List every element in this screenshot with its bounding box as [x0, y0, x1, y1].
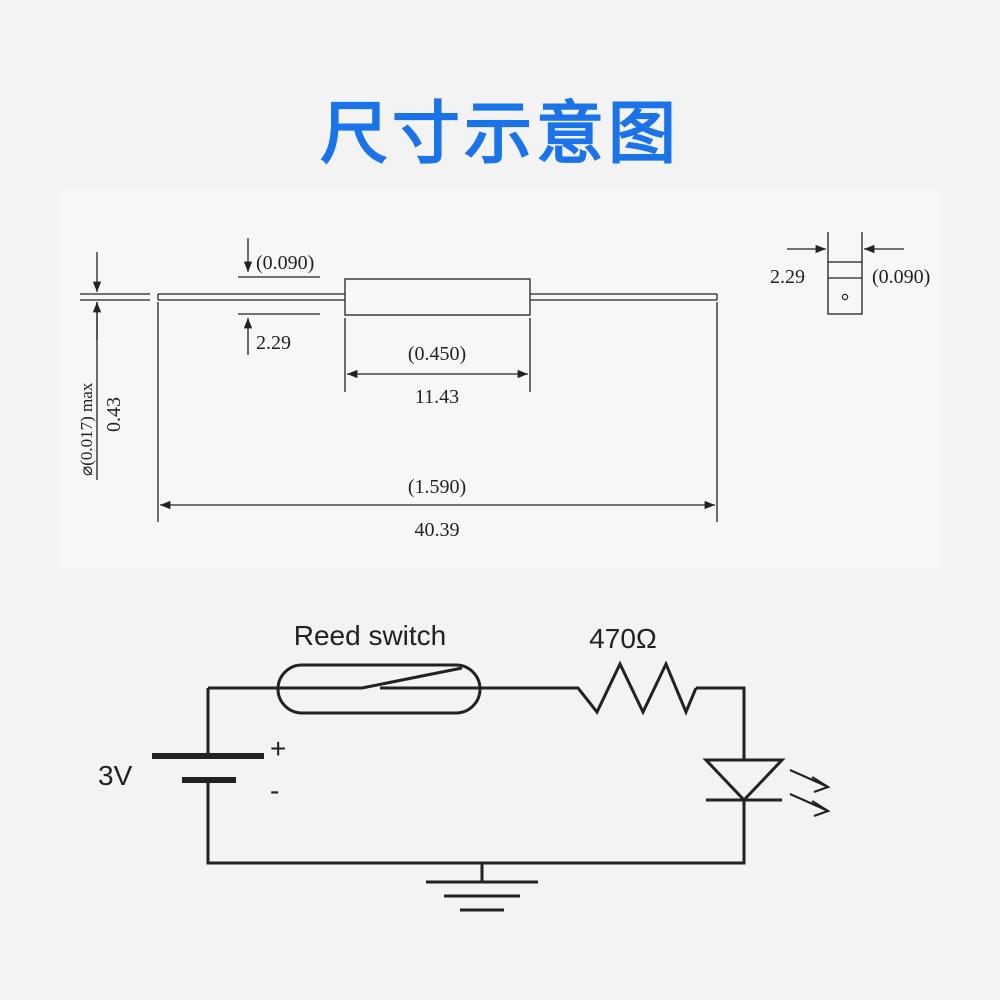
switch-body	[344, 278, 531, 316]
lead-thickness-in-label: (0.090)	[256, 252, 314, 274]
end-view	[787, 232, 904, 315]
body-length-mm-label: 11.43	[415, 386, 459, 408]
dimension-drawing	[80, 232, 904, 522]
ground-symbol	[426, 863, 538, 912]
lead-wire	[157, 293, 718, 301]
lead-thickness-dimension	[238, 238, 320, 355]
body-length-in-label: (0.450)	[408, 343, 466, 365]
circuit-wires	[206, 686, 746, 865]
resistor-symbol	[560, 660, 698, 716]
circuit	[152, 660, 831, 912]
battery-voltage-label: 3V	[98, 760, 133, 791]
overall-length-in-label: (1.590)	[408, 476, 466, 498]
overall-length-mm-label: 40.39	[415, 519, 460, 541]
resistor-label: 470Ω	[589, 623, 657, 654]
led-symbol	[702, 758, 831, 818]
battery-minus-label: -	[270, 775, 279, 806]
end-view-in-label: (0.090)	[872, 266, 930, 288]
overall-length-dimension	[157, 302, 718, 522]
battery-plus-label: +	[270, 733, 286, 764]
reed-switch-label: Reed switch	[294, 620, 447, 651]
body-length-dimension	[344, 318, 531, 392]
end-view-mm-label: 2.29	[770, 266, 805, 288]
page-title: 尺寸示意图	[319, 95, 680, 174]
diameter-mm-label: 0.43	[103, 397, 125, 432]
diameter-in-label: ⌀(0.017) max	[77, 382, 96, 476]
battery-symbol	[152, 752, 264, 790]
diameter-dimension	[80, 252, 150, 480]
reed-switch-symbol	[276, 663, 482, 715]
lead-thickness-mm-label: 2.29	[256, 332, 291, 354]
